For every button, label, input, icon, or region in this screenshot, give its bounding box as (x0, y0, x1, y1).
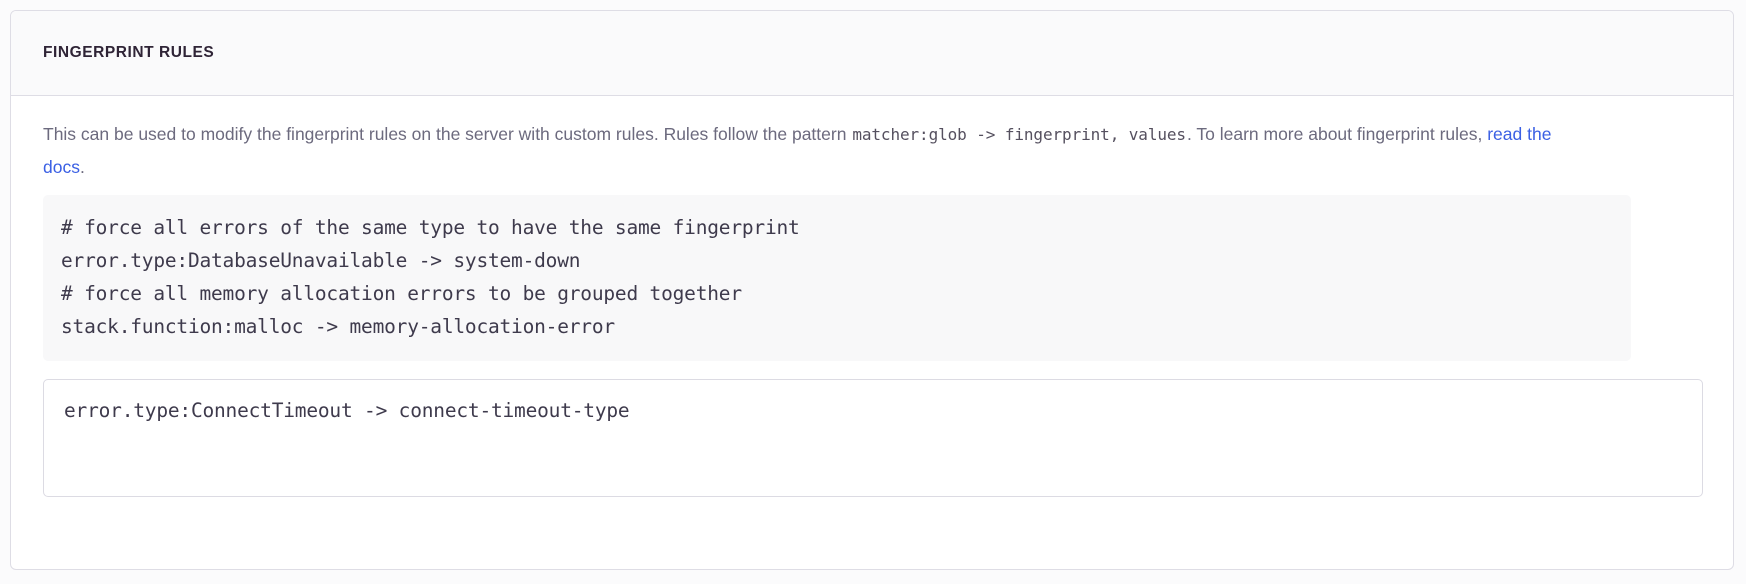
code-line: # force all memory allocation errors to … (61, 282, 742, 305)
fingerprint-rules-panel: FINGERPRINT RULES This can be used to mo… (10, 10, 1734, 570)
example-code-block: # force all errors of the same type to h… (43, 195, 1631, 361)
fingerprint-rules-input[interactable] (43, 379, 1703, 497)
inline-code-pattern: matcher:glob -> fingerprint, values (852, 125, 1186, 144)
description-part-1: This can be used to modify the fingerpri… (43, 124, 852, 144)
code-line: error.type:DatabaseUnavailable -> system… (61, 249, 581, 272)
panel-body: This can be used to modify the fingerpri… (11, 96, 1733, 497)
code-line: # force all errors of the same type to h… (61, 216, 800, 239)
description-part-3: . (79, 157, 85, 177)
description-part-2: . To learn more about fingerprint rules, (1186, 124, 1488, 144)
page-title: FINGERPRINT RULES (43, 44, 215, 62)
code-line: stack.function:malloc -> memory-allocati… (61, 315, 615, 338)
description-text: This can be used to modify the fingerpri… (43, 118, 1573, 183)
read-the-docs-link[interactable]: read the docs (43, 124, 1552, 177)
panel-header: FINGERPRINT RULES (11, 11, 1733, 96)
